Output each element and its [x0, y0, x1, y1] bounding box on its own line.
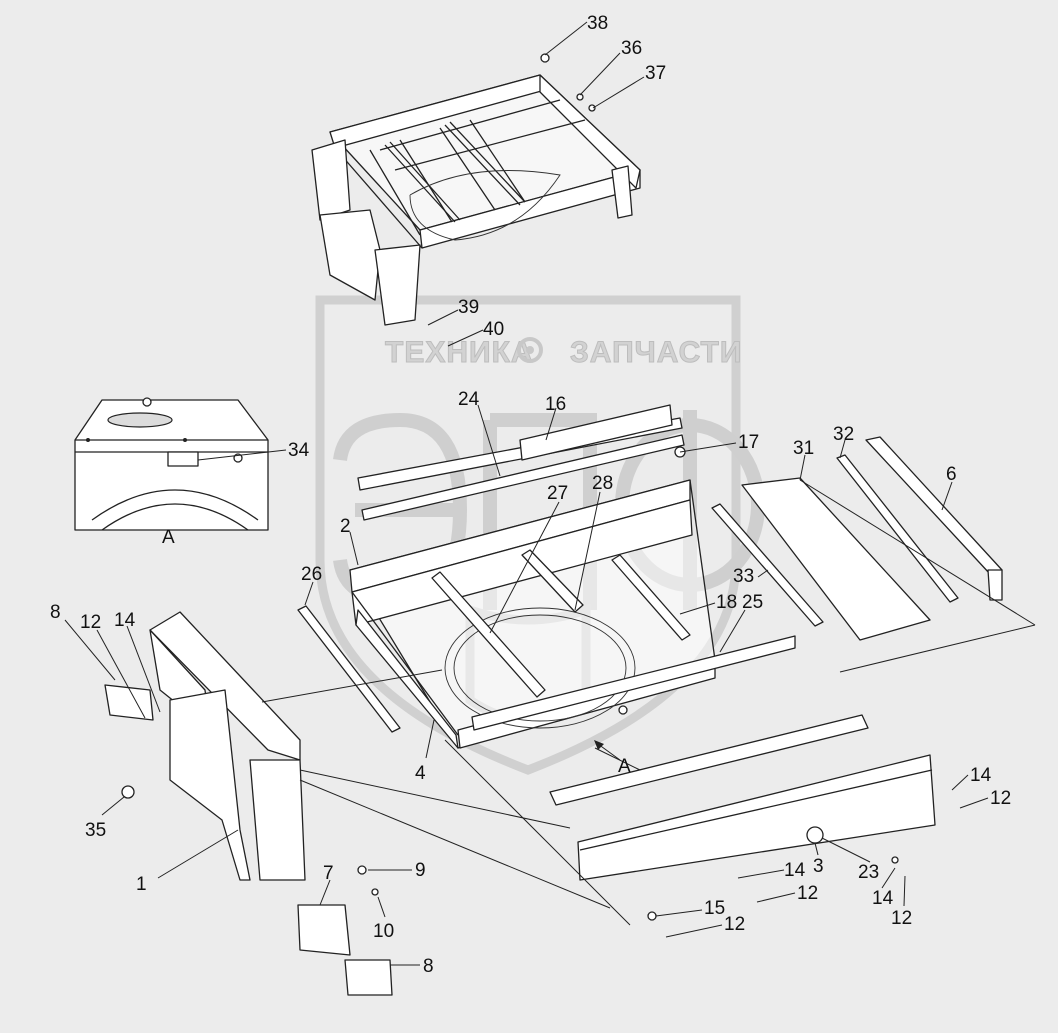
callout-33: 33 — [733, 566, 769, 587]
callout-8b: 8 — [390, 956, 434, 977]
svg-text:35: 35 — [85, 820, 106, 841]
svg-text:12: 12 — [80, 612, 101, 633]
svg-text:8: 8 — [423, 956, 434, 977]
callout-12a: 12 — [80, 612, 146, 719]
callout-10: 10 — [373, 896, 394, 942]
callout-15: 15 — [655, 898, 725, 919]
callout-12d: 12 — [665, 914, 745, 938]
detail-view-a: A — [74, 397, 269, 548]
detail-view-label: A — [162, 527, 175, 548]
svg-text:17: 17 — [738, 432, 759, 453]
callout-26: 26 — [301, 564, 322, 606]
svg-text:14: 14 — [784, 860, 806, 881]
svg-text:12: 12 — [797, 883, 818, 904]
watermark-shield — [315, 295, 741, 775]
callout-40: 40 — [447, 319, 504, 347]
callout-7: 7 — [319, 863, 334, 906]
alignment-lines — [261, 479, 1036, 926]
svg-text:14: 14 — [872, 888, 894, 909]
svg-text:23: 23 — [858, 862, 879, 883]
callout-17: 17 — [679, 432, 759, 453]
svg-text:12: 12 — [724, 914, 745, 935]
svg-text:37: 37 — [645, 63, 666, 84]
svg-text:32: 32 — [833, 424, 854, 445]
callout-9: 9 — [368, 860, 426, 881]
callout-32: 32 — [833, 424, 854, 459]
svg-text:25: 25 — [742, 592, 763, 613]
callout-14d: 14 — [872, 867, 896, 909]
callout-8a: 8 — [50, 602, 116, 681]
watermark-gear-icon — [517, 337, 543, 363]
svg-text:8: 8 — [50, 602, 61, 623]
callouts: 38 36 37 39 40 24 16 17 31 32 6 34 27 28… — [50, 13, 1011, 977]
svg-text:6: 6 — [946, 464, 957, 485]
svg-text:A: A — [618, 756, 631, 777]
svg-text:26: 26 — [301, 564, 322, 585]
main-platform — [297, 404, 1003, 749]
svg-text:34: 34 — [288, 440, 310, 461]
callout-35: 35 — [85, 796, 125, 841]
svg-text:28: 28 — [592, 473, 613, 494]
callout-14c: 14 — [737, 860, 806, 881]
callout-14a: 14 — [114, 610, 161, 713]
callout-3: 3 — [813, 842, 824, 877]
callout-38: 38 — [544, 13, 608, 56]
svg-text:1: 1 — [136, 874, 147, 895]
svg-text:7: 7 — [323, 863, 334, 884]
callout-28: 28 — [574, 473, 613, 611]
callout-12e: 12 — [891, 875, 912, 929]
callout-39: 39 — [427, 297, 479, 326]
callout-1: 1 — [136, 829, 239, 895]
callout-24: 24 — [458, 389, 501, 477]
callout-34: 34 — [197, 440, 310, 461]
callout-12b: 12 — [959, 788, 1011, 809]
svg-text:3: 3 — [813, 856, 824, 877]
callout-37: 37 — [592, 63, 666, 109]
svg-text:15: 15 — [704, 898, 725, 919]
svg-text:14: 14 — [970, 765, 992, 786]
callout-2: 2 — [340, 516, 359, 566]
callout-31: 31 — [793, 438, 814, 481]
callout-27: 27 — [489, 483, 568, 634]
callout-4: 4 — [415, 719, 435, 784]
svg-text:31: 31 — [793, 438, 814, 459]
svg-text:16: 16 — [545, 394, 566, 415]
svg-text:38: 38 — [587, 13, 608, 34]
svg-text:9: 9 — [415, 860, 426, 881]
callout-18: 18 — [679, 592, 737, 615]
callout-16: 16 — [545, 394, 566, 441]
svg-text:4: 4 — [415, 763, 426, 784]
callout-12c: 12 — [756, 883, 818, 904]
callout-14b: 14 — [951, 765, 992, 791]
watermark-text-right: ЗАПЧАСТИ — [570, 336, 742, 369]
svg-text:10: 10 — [373, 921, 394, 942]
left-column-assembly — [104, 611, 393, 996]
svg-text:33: 33 — [733, 566, 754, 587]
callout-6: 6 — [941, 464, 957, 511]
svg-text:18: 18 — [716, 592, 737, 613]
svg-text:39: 39 — [458, 297, 479, 318]
callout-36: 36 — [579, 38, 642, 96]
svg-text:12: 12 — [891, 908, 912, 929]
callout-23: 23 — [821, 837, 879, 883]
section-marker-a: A — [594, 740, 631, 777]
svg-text:36: 36 — [621, 38, 642, 59]
svg-text:2: 2 — [340, 516, 351, 537]
svg-text:24: 24 — [458, 389, 480, 410]
svg-text:12: 12 — [990, 788, 1011, 809]
svg-text:40: 40 — [483, 319, 504, 340]
callout-25: 25 — [719, 592, 763, 653]
upper-frame-assembly — [311, 53, 641, 326]
svg-text:27: 27 — [547, 483, 568, 504]
svg-text:14: 14 — [114, 610, 136, 631]
lower-beams — [549, 714, 936, 921]
